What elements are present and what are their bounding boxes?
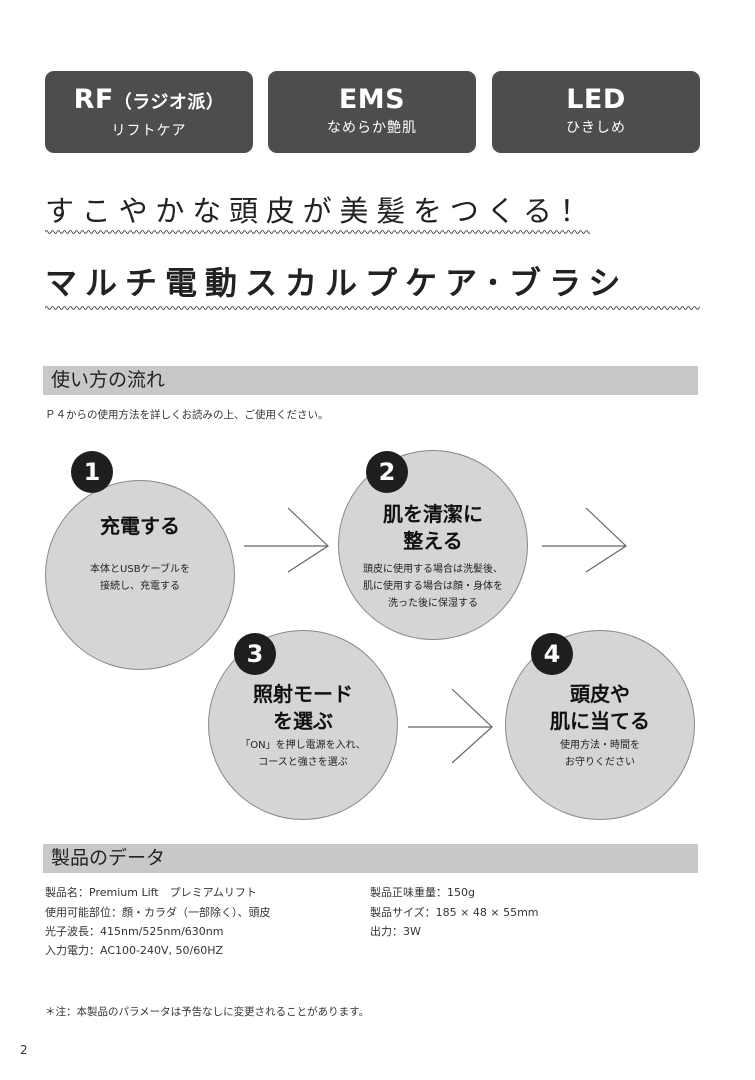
- feature-led: LED ひきしめ: [492, 71, 700, 153]
- section-bar-usage: 使い方の流れ: [43, 366, 698, 395]
- step-title: 充電する: [100, 514, 180, 538]
- section-title: 使い方の流れ: [51, 369, 166, 391]
- step-description: 使用方法・時間を お守りください: [560, 740, 640, 768]
- step-description: 「ON」を押し電源を入れ、 コースと強さを選ぶ: [240, 740, 366, 768]
- step-title: 頭皮や 肌に当てる: [550, 682, 650, 733]
- feature-title: RF（ラジオ派）: [73, 84, 225, 115]
- headline-tagline: すこやかな頭皮が美髪をつくる！: [45, 194, 597, 228]
- arrow-right-icon: [408, 688, 493, 764]
- step-title: 照射モード を選ぶ: [253, 682, 353, 733]
- feature-subtitle: リフトケア: [111, 123, 187, 139]
- feature-rf: RF（ラジオ派） リフトケア: [45, 71, 253, 153]
- feature-title: EMS: [338, 84, 406, 115]
- arrow-right-icon: [244, 507, 329, 573]
- feature-title: LED: [566, 84, 626, 115]
- step-number-badge: 1: [71, 451, 113, 493]
- feature-subtitle: ひきしめ: [566, 120, 626, 136]
- headline-product-name: マルチ電動スカルプケア･ブラシ: [45, 264, 629, 302]
- spec-product-name: 製品名：Premium Lift プレミアムリフト: [45, 886, 257, 899]
- spec-usable-areas: 使用可能部位：顔・カラダ（一部除く）、頭皮: [45, 906, 271, 919]
- step-4-circle: 頭皮や 肌に当てる 使用方法・時間を お守りください: [505, 630, 695, 820]
- step-description: 頭皮に使用する場合は洗髪後、 肌に使用する場合は顔・身体を 洗った後に保湿する: [363, 564, 503, 609]
- section-bar-product: 製品のデータ: [43, 844, 698, 873]
- step-3-circle: 照射モード を選ぶ 「ON」を押し電源を入れ、 コースと強さを選ぶ: [208, 630, 398, 820]
- step-description: 本体とUSBケーブルを 接続し、充電する: [90, 564, 190, 592]
- step-title: 肌を清潔に 整える: [383, 502, 483, 553]
- step-number-badge: 3: [234, 633, 276, 675]
- section-title: 製品のデータ: [51, 847, 166, 869]
- step-number-badge: 2: [366, 451, 408, 493]
- step-number-badge: 4: [531, 633, 573, 675]
- usage-intro: Ｐ４からの使用方法を詳しくお読みの上、ご使用ください。: [45, 409, 329, 421]
- wavy-underline: [45, 230, 590, 234]
- spec-output: 出力：3W: [370, 925, 421, 938]
- spec-weight: 製品正味重量：150g: [370, 886, 475, 899]
- page-number: 2: [20, 1043, 28, 1057]
- wavy-underline: [45, 306, 700, 310]
- spec-input-power: 入力電力：AC100-240V, 50/60HZ: [45, 944, 223, 957]
- arrow-right-icon: [542, 507, 627, 573]
- spec-wavelength: 光子波長：415nm/525nm/630nm: [45, 925, 224, 938]
- spec-size: 製品サイズ：185 × 48 × 55mm: [370, 906, 539, 919]
- footnote: ＊注：本製品のパラメータは予告なしに変更されることがあります。: [45, 1006, 370, 1018]
- step-1-circle: 充電する 本体とUSBケーブルを 接続し、充電する: [45, 480, 235, 670]
- feature-ems: EMS なめらか艶肌: [268, 71, 476, 153]
- feature-subtitle: なめらか艶肌: [327, 120, 417, 136]
